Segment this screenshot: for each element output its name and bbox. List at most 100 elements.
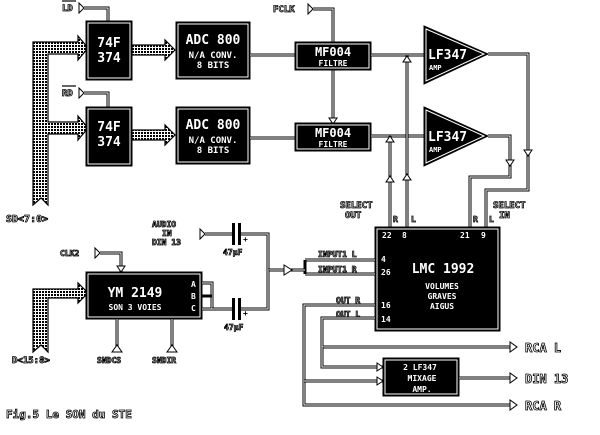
amp-top-block: LF347 AMP — [423, 25, 490, 85]
dac-top-sub1: N/A CONV. — [189, 51, 238, 61]
bus-arrow-top — [131, 38, 176, 62]
dac-top-title: ADC 800 — [186, 33, 241, 48]
output-rca-l: RCA L — [509, 341, 562, 355]
capacitor-2-label: 47µF — [224, 323, 243, 332]
filter-top-block: MF004 FILTRE — [294, 41, 372, 71]
dac-bottom-title: ADC 800 — [186, 118, 241, 133]
ld-label: LD — [62, 4, 73, 14]
select-out-label-2: OUT — [345, 211, 362, 221]
filter-top-title: MF004 — [315, 45, 351, 59]
latch-top-line2: 374 — [97, 51, 121, 66]
output-din13-label: DIN 13 — [525, 372, 568, 386]
lmc-block: 22 8 21 9 4 26 16 14 LMC 1992 VOLUMES GR… — [374, 226, 501, 332]
lmc-pin-22: 22 — [382, 231, 392, 240]
latch-bottom-line1: 74F — [97, 120, 121, 135]
latch-top-line1: 74F — [97, 36, 121, 51]
sndir-label: SNDIR — [152, 356, 176, 365]
sd-bus-label: SD<7:0> — [6, 214, 48, 225]
filter-bottom-sub: FILTRE — [319, 140, 348, 149]
amp-bottom-block: LF347 AMP — [423, 106, 490, 167]
fclk-signal: FCLK — [273, 2, 338, 125]
sndcs-label: SNDCS — [97, 356, 121, 365]
ld-signal: LD — [62, 0, 110, 22]
ym-pin-a: A — [191, 280, 196, 289]
rd-label: RD — [62, 89, 73, 99]
clk2-label: CLK2 — [60, 249, 79, 258]
output-rca-r: RCA R — [509, 399, 562, 413]
lmc-pin-9: 9 — [481, 231, 486, 240]
dac-top-block: ADC 800 N/A CONV. 8 BITS — [175, 21, 251, 80]
fclk-label: FCLK — [273, 5, 295, 15]
dac-bottom-sub1: N/A CONV. — [189, 136, 238, 146]
dac-bottom-block: ADC 800 N/A CONV. 8 BITS — [175, 106, 251, 165]
capacitor-2-plus: + — [243, 309, 248, 318]
select-out-wires — [385, 55, 412, 228]
input1-l-label: INPUT1 L — [318, 250, 357, 259]
lmc-sub-1: VOLUMES — [425, 282, 459, 291]
audio-in-signal: AUDIO IN DIN 13 + 47µF — [152, 220, 305, 306]
input1-r-label: INPUT1 R — [318, 265, 357, 274]
d-bus-label: D<15:8> — [12, 356, 51, 366]
select-out-r: R — [393, 215, 398, 224]
select-in-label-2: IN — [499, 211, 510, 221]
select-out-label-1: SELECT — [340, 201, 373, 211]
filter-top-sub: FILTRE — [319, 59, 348, 68]
ym-block: YM 2149 SON 3 VOIES A B C — [85, 271, 203, 320]
lmc-pin-8: 8 — [402, 231, 407, 240]
ym-sub: SON 3 VOIES — [109, 303, 162, 312]
audio-in-label-3: DIN 13 — [152, 238, 181, 247]
mixer-line-1: 2 LF347 — [403, 363, 437, 372]
lmc-outputs: OUT R OUT L — [302, 296, 510, 407]
clk2-signal: CLK2 — [60, 246, 126, 273]
amp-top-sub: AMP — [429, 64, 442, 72]
select-out-l: L — [411, 215, 416, 224]
lmc-title: LMC 1992 — [412, 262, 475, 277]
mixer-line-3: AMP. — [412, 385, 431, 394]
bus-arrow-bottom — [131, 123, 176, 147]
output-rca-l-label: RCA L — [525, 341, 561, 355]
sd-bus: SD<7:0> — [6, 34, 89, 225]
capacitor-1-plate-a — [232, 223, 235, 245]
latch-top-block: 74F 374 — [85, 20, 133, 81]
lmc-sub-2: GRAVES — [428, 292, 457, 301]
ym-title: YM 2149 — [108, 286, 163, 301]
select-in-wires — [468, 52, 533, 228]
lmc-pin-26: 26 — [381, 268, 391, 277]
mixer-line-2: MIXAGE — [408, 374, 437, 383]
amp-bottom-sub: AMP — [429, 146, 442, 154]
filter-bottom-block: MF004 FILTRE — [294, 122, 372, 152]
lmc-pin-21: 21 — [460, 231, 470, 240]
lmc-pin-4: 4 — [381, 255, 386, 264]
lmc-pin-14: 14 — [381, 315, 391, 324]
lmc-inputs: INPUT1 L INPUT1 R — [303, 250, 375, 276]
amp-top-title: LF347 — [428, 48, 467, 63]
select-in-label-1: SELECT — [493, 201, 526, 211]
capacitor-2-plate-a — [232, 298, 235, 320]
select-in-r: R — [473, 215, 478, 224]
mixer-block: 2 LF347 MIXAGE AMP. — [382, 357, 460, 397]
out-l-label: OUT L — [336, 310, 360, 319]
audio-in-label-1: AUDIO — [152, 220, 176, 229]
output-din13: DIN 13 — [509, 372, 569, 386]
capacitor-1-plus: + — [243, 235, 248, 244]
output-rca-r-label: RCA R — [525, 399, 562, 413]
audio-in-label-2: IN — [162, 229, 172, 238]
amp-bottom-title: LF347 — [428, 130, 467, 145]
dac-top-sub2: 8 BITS — [197, 61, 230, 71]
capacitor-1-label: 47µF — [223, 248, 242, 257]
sndcs-signal: SNDCS — [97, 319, 123, 365]
lmc-pin-16: 16 — [381, 301, 391, 310]
out-r-label: OUT R — [336, 296, 360, 305]
figure-caption: Fig.5 Le SON du STE — [6, 408, 132, 421]
latch-bottom-block: 74F 374 — [85, 106, 133, 167]
capacitor-1-plate-b — [238, 223, 241, 245]
lmc-sub-3: AIGUS — [430, 302, 454, 311]
sndir-signal: SNDIR — [152, 319, 178, 365]
dac-bottom-sub2: 8 BITS — [197, 146, 230, 156]
ym-pin-c: C — [191, 304, 196, 313]
select-in-l: L — [489, 215, 494, 224]
rd-signal: RD — [62, 85, 110, 108]
d-bus: D<15:8> — [12, 281, 89, 366]
filter-bottom-title: MF004 — [315, 126, 351, 140]
